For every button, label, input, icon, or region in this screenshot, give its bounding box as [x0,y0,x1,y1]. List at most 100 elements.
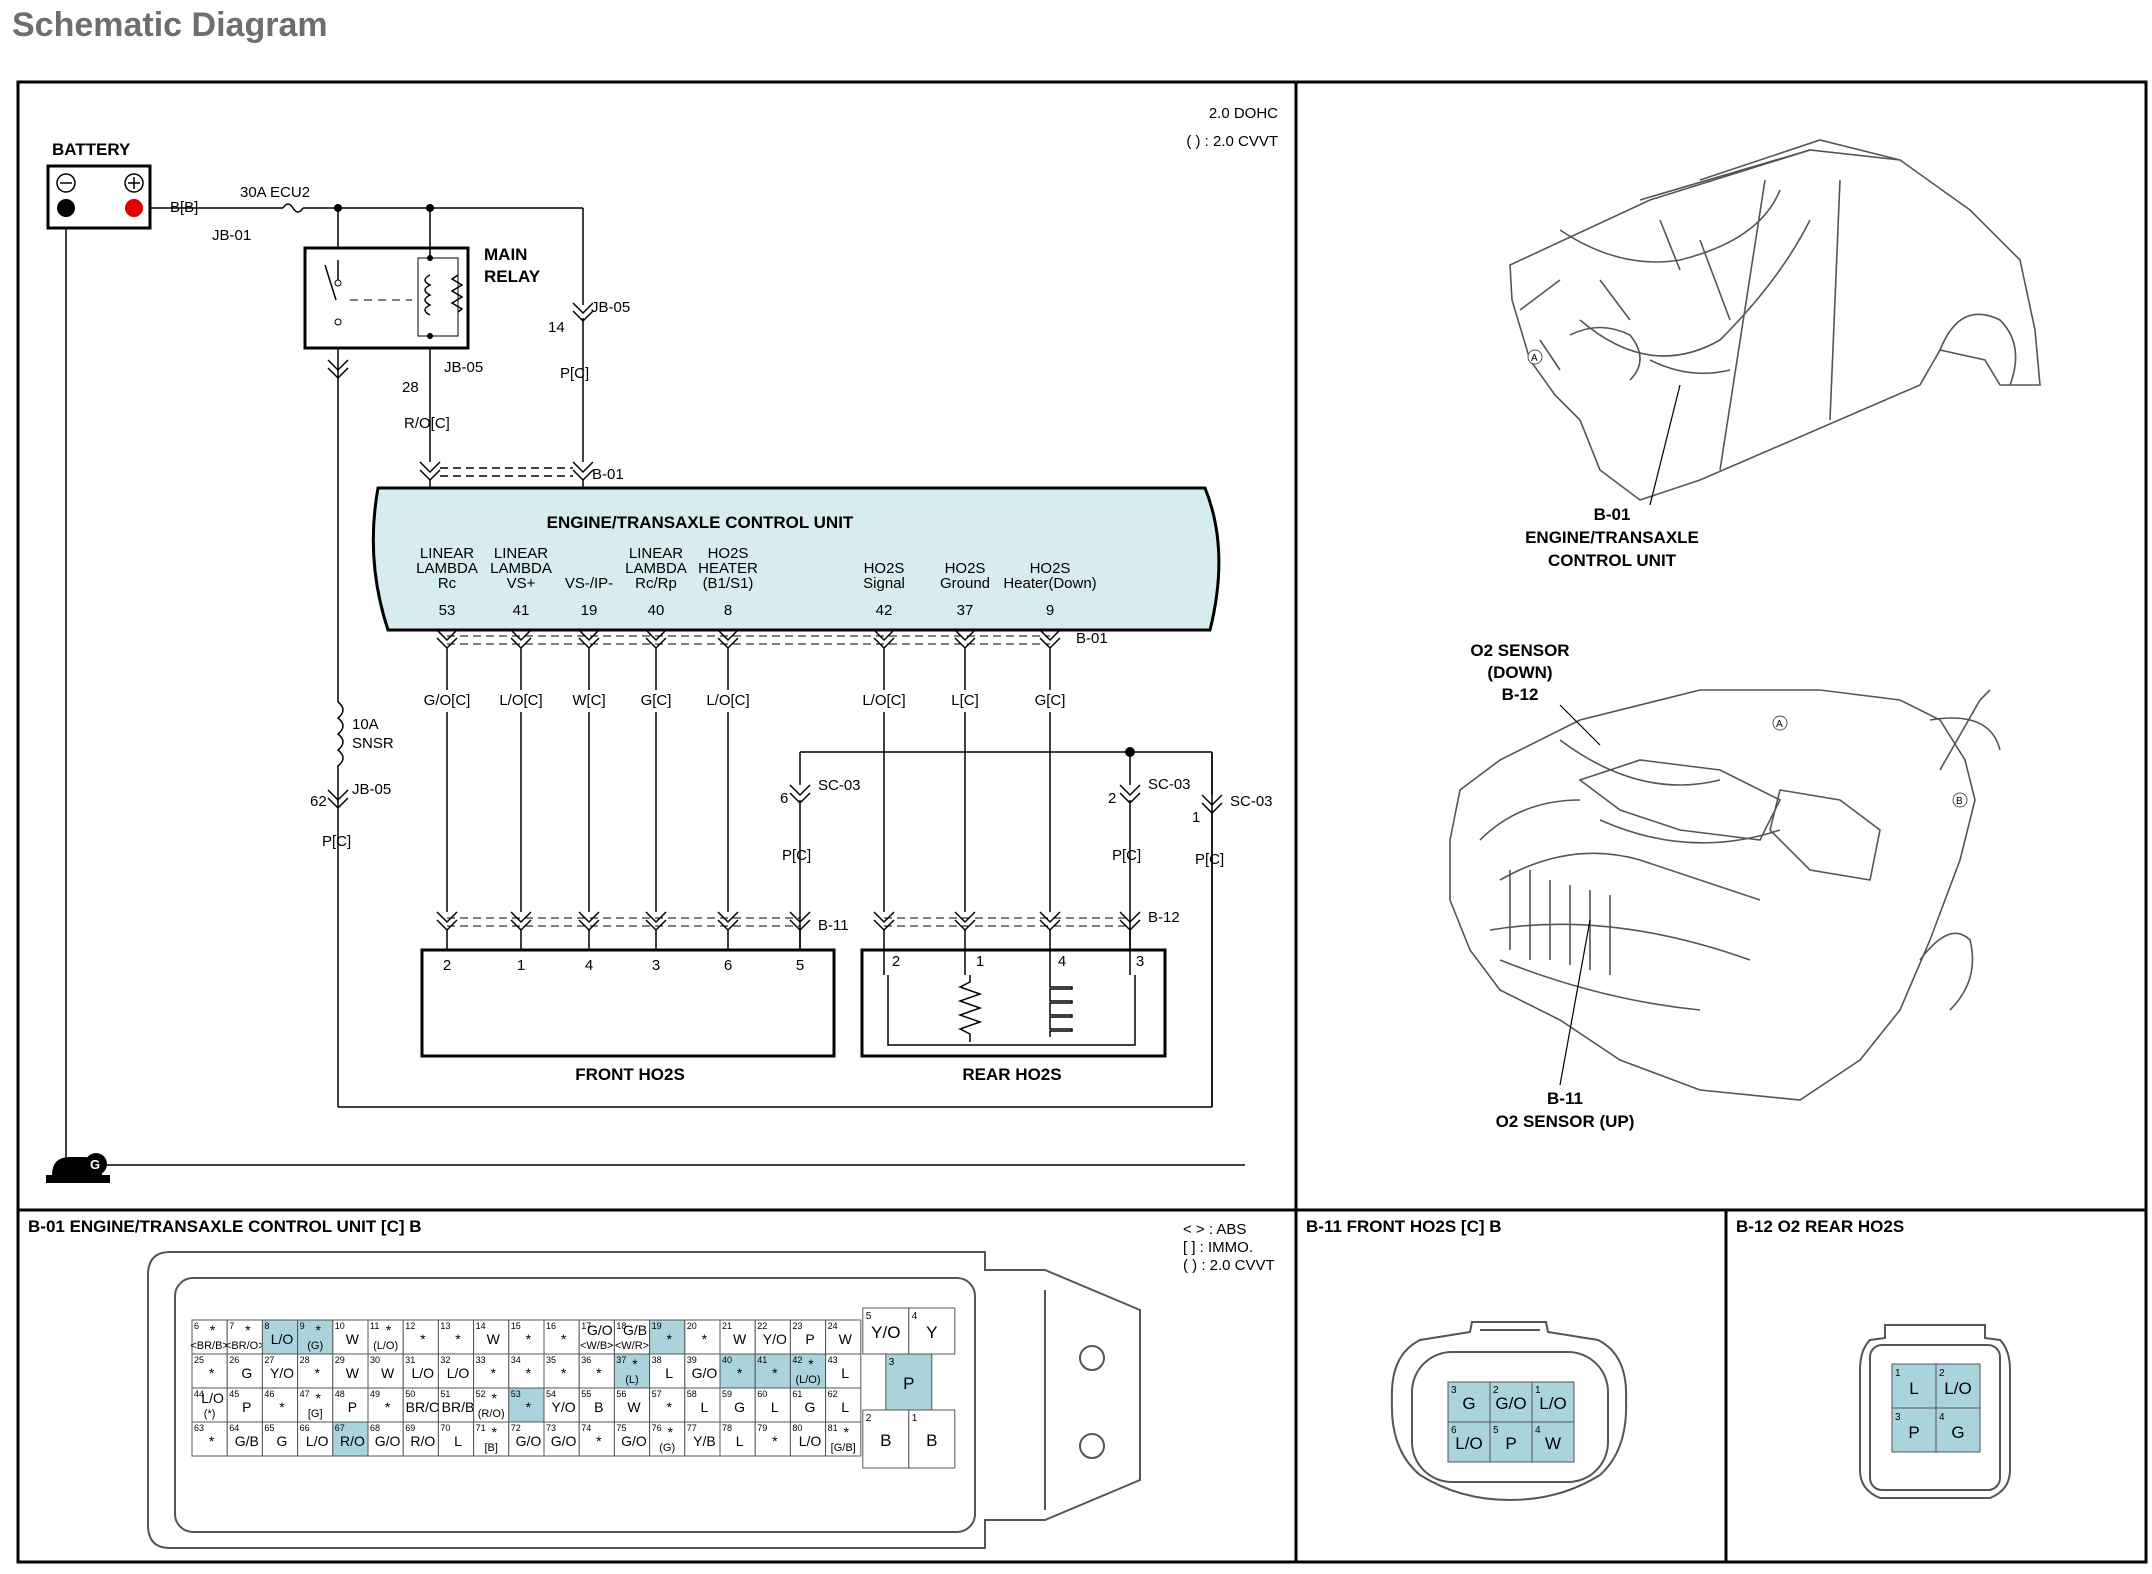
jb05-pin14-wire: P[C] [560,365,589,382]
pin-number: 75 [616,1423,626,1433]
b01-pin-70: 70L [437,1421,475,1457]
b01-pin-59: 59G [719,1387,756,1423]
b01-pin-42: 42*(L/O) [789,1353,827,1389]
wire-chevron [954,629,976,642]
b01-legend-2: [ ] : IMMO. [1183,1239,1253,1256]
pin-wire: * [490,1365,496,1381]
marker-b: B [1956,796,1963,807]
rear-ho2s: REAR HO2S B-12 [860,909,1180,1084]
pin-number: 54 [546,1389,556,1399]
wire-chevron [436,911,458,924]
pin-number: 19 [652,1321,662,1331]
pin-wire-alt: <BR/B> [190,1340,229,1352]
pin-wire-alt: [G/B] [831,1442,856,1454]
b01-pin-66: 66L/O [297,1421,334,1457]
sc03-c-connector: SC-03 [1230,793,1273,810]
front-ho2s: FRONT HO2S B-11 [420,917,849,1084]
pin-number: 51 [440,1389,450,1399]
b01-pin-46: 46* [261,1387,299,1423]
front-ho2s-pin: 4 [585,957,593,974]
pin-number: 33 [476,1355,486,1365]
jb05-pin28-number: 28 [402,379,419,396]
pin-number: 45 [229,1389,239,1399]
b01-pin-77: 77Y/B [684,1421,721,1457]
sc03-connectors [789,784,1223,1107]
pin-wire: * [315,1390,321,1406]
pin-number: 55 [581,1389,591,1399]
pin-wire: P [242,1399,251,1415]
engine-note-line2: ( ) : 2.0 CVVT [1186,133,1278,150]
b01-pin-61: 61G [789,1387,827,1423]
pin-number: 2 [1939,1368,1945,1379]
pin-number: 59 [722,1389,732,1399]
pin-wire: L [841,1365,849,1381]
rear-ho2s-pin: 2 [892,953,900,970]
pin-wire: Y/O [552,1399,576,1415]
b01-pin-72: 72G/O [508,1421,545,1457]
b01-pin-9: 9*(G) [297,1319,334,1355]
b01-pin-38: 38L [649,1353,686,1389]
pin-wire: * [666,1331,672,1347]
pin-number: 16 [546,1321,556,1331]
ecu-pin-label: VS+ [507,575,536,592]
b01-pin-7: 7*<BR/O> [225,1319,265,1355]
pin-wire-alt: <W/R> [615,1340,649,1352]
sc03-c-pin: 1 [1192,809,1200,826]
b01-pin-58: 58L [684,1387,721,1423]
pin-wire-alt: (R/O) [478,1408,505,1420]
snsr-connector: JB-05 [352,781,391,798]
pin-wire: * [561,1365,567,1381]
main-relay-label-line2: RELAY [484,267,541,286]
pin-number: 30 [370,1355,380,1365]
ecu-wire-color: L/O[C] [862,692,905,709]
b01-pin-33: 33 * [473,1353,510,1389]
b11-pin-2: 2G/O [1489,1381,1533,1423]
pin-wire: G [1462,1394,1475,1413]
pin-wire: L/O [271,1331,294,1347]
ecu-pin-number: 40 [648,602,665,619]
battery-label: BATTERY [52,140,131,159]
b01-pin-43: 43L [825,1353,862,1389]
pin-number: 52 [476,1389,486,1399]
pin-number: 68 [370,1423,380,1433]
pin-wire: G/O [1495,1394,1526,1413]
pin-number: 23 [792,1321,802,1331]
pin-number: 3 [889,1357,895,1368]
b01-pin-1: 1B [908,1409,956,1469]
pin-number: 1 [912,1413,918,1424]
ecu-wire-color: W[C] [572,692,605,709]
pin-wire: P [805,1331,814,1347]
pin-number: 7 [229,1321,234,1331]
pin-wire: G/O [692,1365,718,1381]
fuse-ecu2-label: 30A ECU2 [240,184,310,201]
pin-number: 5 [866,1311,872,1322]
ecu-pin-number: 53 [439,602,456,619]
pin-wire: W [839,1331,853,1347]
pin-number: 72 [511,1423,521,1433]
b01-pin-35: 35* [543,1353,580,1389]
pin-number: 26 [229,1355,239,1365]
b01-connector-pinout: 6*<BR/B>7*<BR/O>8L/O9*(G)10W11*(L/O)12*1… [190,1307,956,1469]
pin-wire: * [561,1331,567,1347]
pin-wire: * [491,1390,497,1406]
b01-pin-16: 16 * [543,1319,580,1355]
ecu-title: ENGINE/TRANSAXLE CONTROL UNIT [547,513,854,532]
pin-number: 2 [1493,1385,1499,1396]
pin-wire: R/O [340,1433,365,1449]
pin-wire: P [1908,1423,1919,1442]
b01-pin-6: 6*<BR/B> [190,1319,229,1355]
pin-number: 12 [405,1321,415,1331]
b01-pin-55: 55B [578,1387,615,1423]
pin-number: 41 [757,1355,767,1365]
b12-connector-title: B-12 O2 REAR HO2S [1736,1217,1904,1236]
loc-b01-line2: CONTROL UNIT [1548,551,1677,570]
sc03-a-pin: 6 [780,790,788,807]
battery: BATTERY [46,140,152,230]
b01-pin-47: 47*[G] [297,1387,334,1423]
pin-wire: * [526,1399,532,1415]
